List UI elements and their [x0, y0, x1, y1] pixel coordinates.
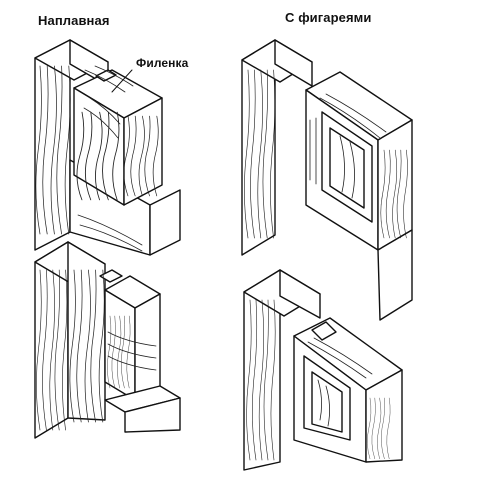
title-raised-panel: С фигареями [285, 10, 372, 25]
overlay-joint-bottom [34, 241, 181, 439]
overlay-joint-top [34, 39, 181, 256]
title-overlay: Наплавная [38, 13, 110, 28]
raised-panel-joint-top [241, 39, 413, 321]
panel-callout-label: Филенка [136, 56, 189, 70]
raised-panel-joint-bottom [243, 269, 403, 471]
